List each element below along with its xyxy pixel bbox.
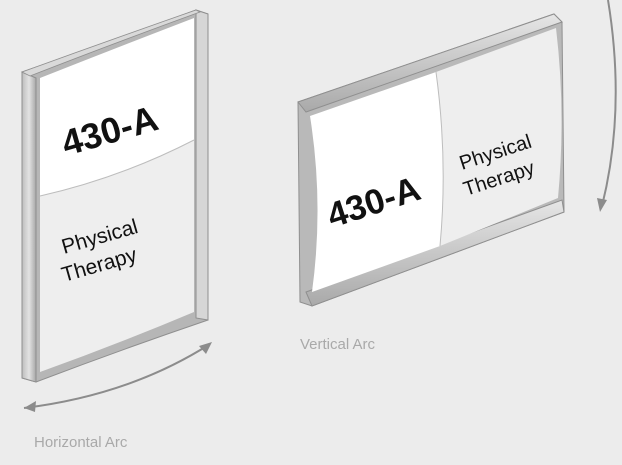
wide-sign-left-panel: [310, 72, 444, 292]
tall-sign: 430-A Physical Therapy: [20, 9, 209, 383]
curved-arrow-icon: [597, 0, 617, 212]
wide-sign-top-rail: [297, 13, 563, 113]
wide-sign: 430-A Physical Therapy: [297, 13, 565, 307]
vertical-arc-caption: Vertical Arc: [300, 336, 376, 353]
horizontal-arc-caption: Horizontal Arc: [34, 434, 128, 451]
tall-sign-right-rail: [195, 9, 209, 321]
tall-sign-upper-panel: [40, 18, 194, 196]
wide-sign-right-panel: [436, 28, 562, 246]
curved-arrow-icon: [23, 342, 212, 412]
tall-sign-left-rail: [21, 71, 37, 383]
tall-sign-lower-panel: [40, 140, 194, 372]
